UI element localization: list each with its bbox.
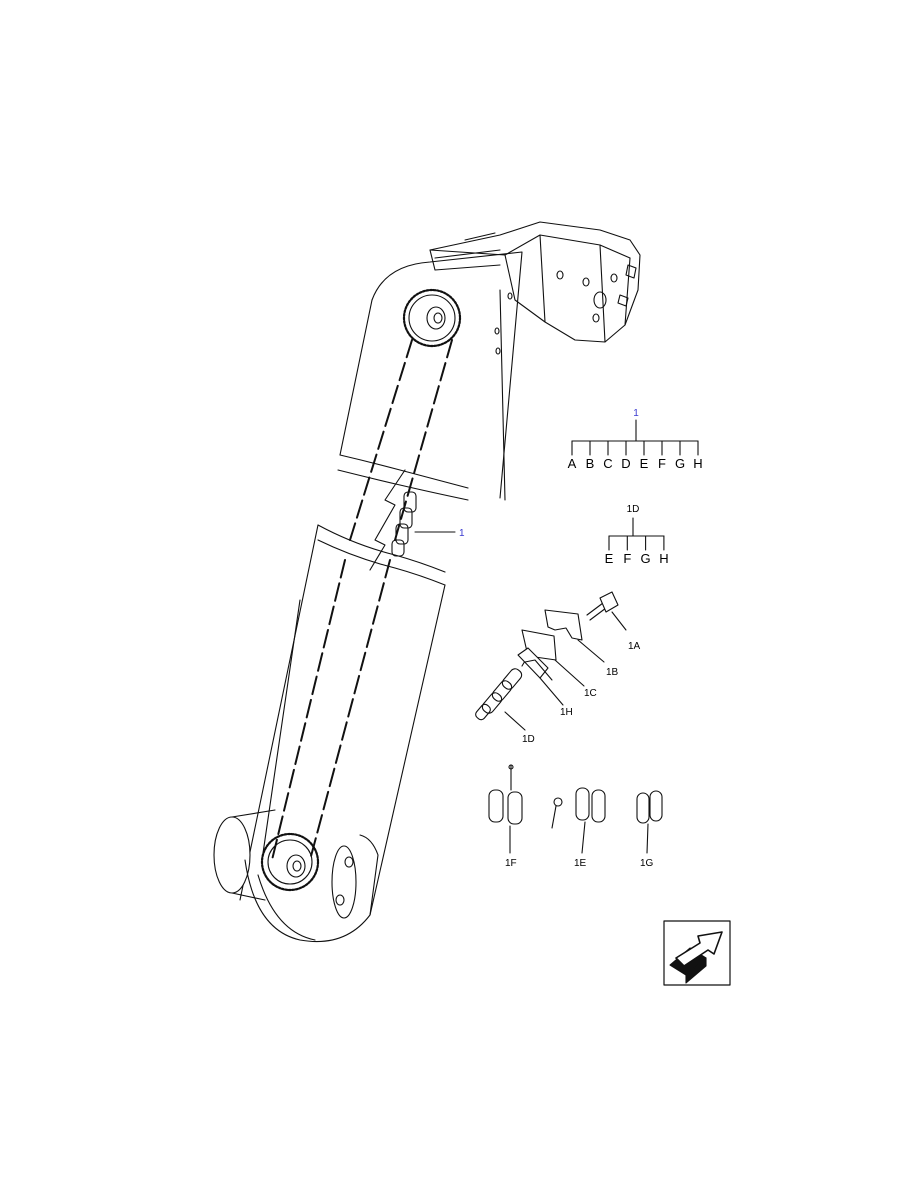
part-label-1B: 1B (606, 667, 619, 678)
elevator-boot (213, 809, 379, 943)
next-page-arrow-icon (669, 931, 723, 984)
elevator-upper-leg (337, 251, 523, 501)
elevator-lower-leg (239, 524, 446, 916)
tree-child-G: G (675, 456, 685, 471)
chain-segment (391, 491, 417, 557)
part-1E-offset-link: 1E (551, 787, 606, 869)
tree-child-F: F (623, 551, 631, 566)
part-1D-chain: 1D (475, 668, 535, 745)
chain-callout[interactable]: 1 (414, 528, 465, 539)
part-1F-connecting-link: 1F (488, 764, 523, 869)
tree-child-H: H (659, 551, 668, 566)
tree-child-E: E (605, 551, 614, 566)
tree-child-B: B (586, 456, 595, 471)
tree-child-C: C (603, 456, 612, 471)
bottom-sprocket (260, 832, 320, 892)
elevator-head (429, 221, 641, 343)
part-1B-plate: 1B (544, 609, 619, 678)
break-symbol (369, 469, 406, 571)
part-1H-attachment-link: 1H (517, 647, 573, 718)
top-sprocket (402, 288, 462, 348)
part-label-1C: 1C (584, 688, 597, 699)
tree-sub-root: 1D (627, 504, 640, 515)
part-1A-bolt: 1A (586, 591, 641, 652)
part-label-1D: 1D (522, 734, 535, 745)
part-label-1A: 1A (628, 641, 641, 652)
part-label-1G: 1G (640, 858, 654, 869)
tree-child-G: G (641, 551, 651, 566)
part-label-1H: 1H (560, 707, 573, 718)
tree-child-D: D (621, 456, 630, 471)
part-1G-link: 1G (636, 790, 663, 869)
tree-child-F: F (658, 456, 666, 471)
tree-child-A: A (568, 456, 577, 471)
chain-runs (271, 339, 453, 861)
tree-top-root[interactable]: 1 (633, 408, 639, 419)
elevator-assembly (213, 221, 641, 943)
part-label-1F: 1F (505, 858, 517, 869)
tree-child-H: H (693, 456, 702, 471)
chain-callout-label[interactable]: 1 (459, 528, 465, 539)
part-label-1E: 1E (574, 858, 587, 869)
next-page-button[interactable] (663, 920, 731, 986)
tree-child-E: E (640, 456, 649, 471)
